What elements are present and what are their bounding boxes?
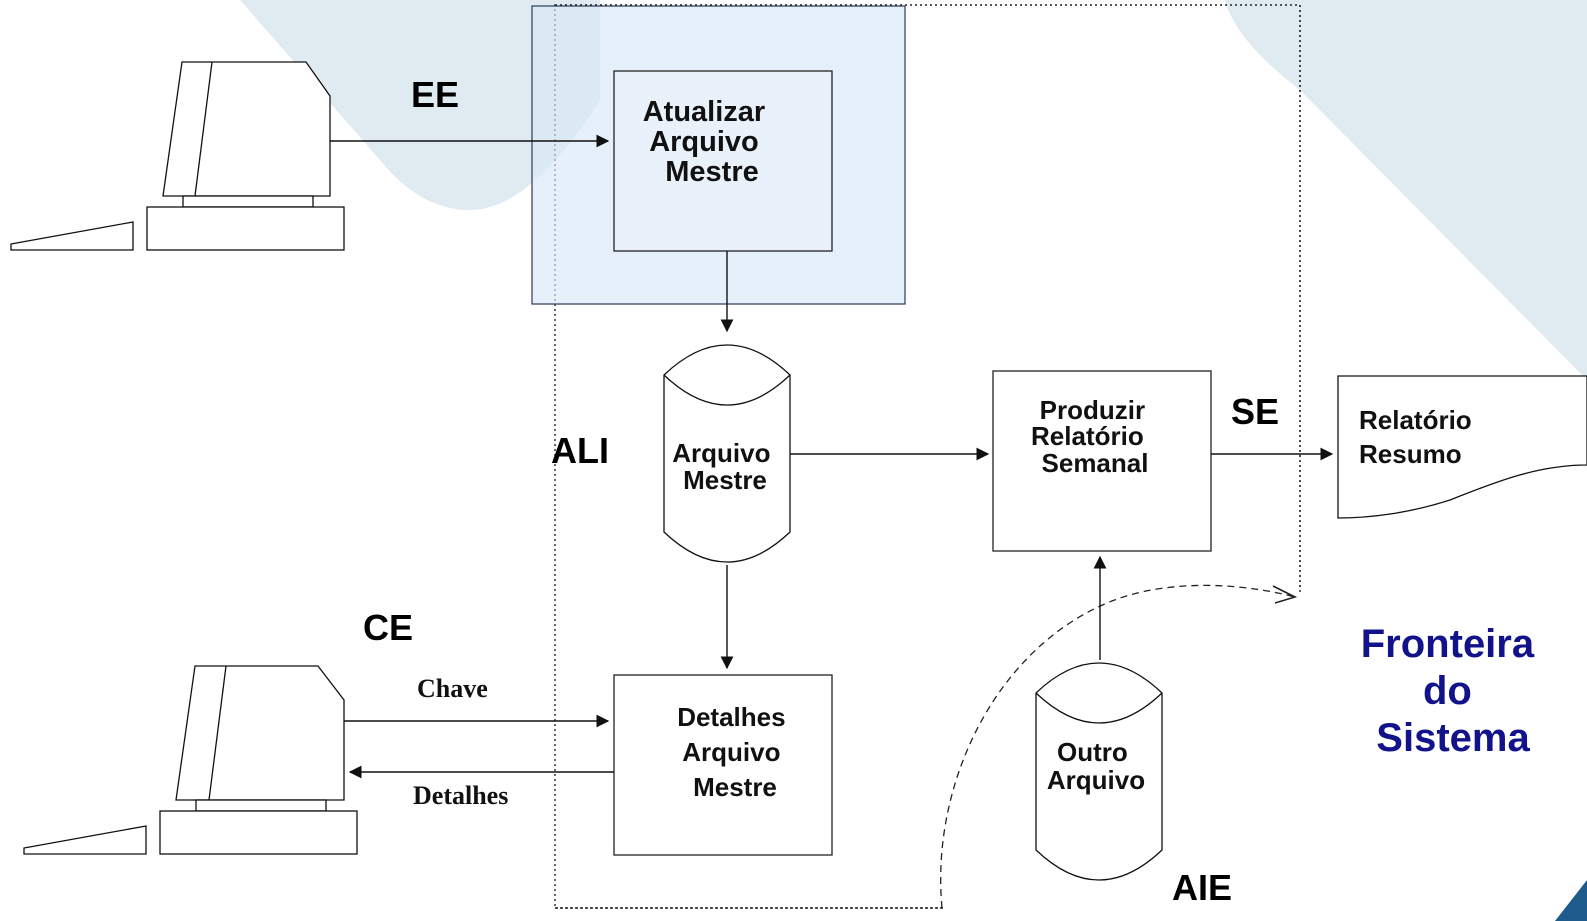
bottom-terminal-icon	[23, 665, 358, 855]
report-document-label: Relatório Resumo	[1359, 405, 1479, 469]
boundary-arc	[940, 584, 1296, 909]
details-label: Detalhes	[413, 781, 508, 810]
key-label: Chave	[417, 674, 488, 703]
corner-accent	[1555, 880, 1587, 921]
ali-label: ALI	[551, 430, 609, 471]
background-shapes	[240, 0, 1587, 921]
ee-label: EE	[411, 74, 459, 115]
other-file-label: Outro Arquivo	[1047, 737, 1145, 795]
ce-label: CE	[363, 607, 413, 648]
update-process-label: Atualizar Arquivo Mestre	[643, 96, 774, 188]
other-file-cylinder	[1035, 662, 1163, 881]
master-file-label: Arquivo Mestre	[672, 438, 777, 495]
flow-arrows	[330, 134, 1334, 779]
boundary-caption: Fronteira do Sistema	[1361, 622, 1545, 760]
details-box	[613, 674, 833, 856]
master-file-cylinder	[663, 344, 791, 563]
report-document	[1337, 375, 1587, 519]
aie-label: AIE	[1172, 867, 1232, 908]
report-process-label: Produzir Relatório Semanal	[1031, 395, 1152, 478]
update-process-box	[613, 70, 833, 252]
details-box-label: Detalhes Arquivo Mestre	[677, 702, 793, 802]
report-process-box	[992, 370, 1212, 552]
se-label: SE	[1231, 391, 1279, 432]
boundary-arc-arrowhead	[1272, 585, 1298, 604]
top-terminal-icon	[10, 61, 345, 251]
